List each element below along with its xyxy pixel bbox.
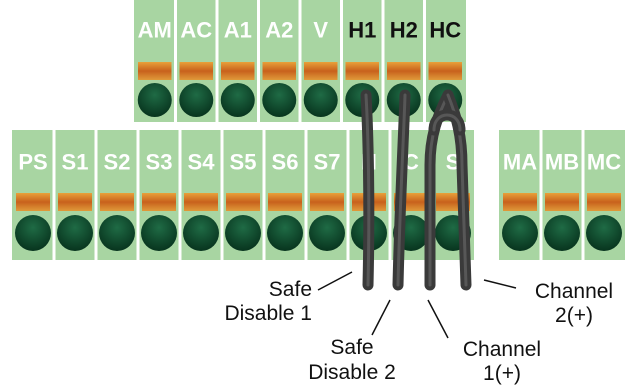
terminal-slot [428,62,462,80]
terminal-label: AM [138,17,172,42]
terminal-label: S6 [272,150,299,175]
leader-channel-1 [427,299,449,339]
callout-channel-1: 1(+) [483,362,521,385]
terminal-slot [226,193,260,211]
terminal-screw[interactable] [57,215,93,251]
safe-disable-wires [360,89,472,291]
terminal-screw[interactable] [225,215,261,251]
callout-channel-1: Channel [463,338,541,361]
terminal-slot [310,193,344,211]
callout-channel-2: 2(+) [555,304,593,327]
terminal-label: A1 [224,17,252,42]
terminal-screw[interactable] [267,215,303,251]
terminal-label: S2 [104,150,131,175]
terminal-screw[interactable] [179,83,214,117]
terminal-label: MB [545,150,579,175]
terminal-slot [138,62,172,80]
terminal-slot [262,62,296,80]
terminal-label: H2 [390,17,418,42]
terminal-slot [545,193,579,211]
terminal-slot [304,62,338,80]
terminal-slot [179,62,213,80]
terminal-screw[interactable] [15,215,51,251]
terminal-screw[interactable] [586,215,622,251]
callout-safe-disable-1: Disable 1 [224,302,312,325]
terminal-label: MA [503,150,537,175]
leader-safe-disable-1 [317,271,353,291]
terminal-screw[interactable] [544,215,580,251]
callout-channel-2: Channel [535,280,613,303]
terminal-screw[interactable] [183,215,219,251]
top-terminal-block: AM AC A1 A2 V H1 H2 HC [134,0,466,122]
wire-cross-loop-highlight [432,113,462,132]
terminal-screw[interactable] [303,83,338,117]
terminal-label: S7 [314,150,341,175]
terminal-screw[interactable] [137,83,172,117]
terminal-slot [345,62,379,80]
terminal-label: H1 [348,17,376,42]
terminal-label: A2 [265,17,293,42]
terminal-slot [387,62,421,80]
terminal-slot [142,193,176,211]
terminal-screw[interactable] [262,83,297,117]
callout-safe-disable-2: Disable 2 [308,361,396,384]
terminal-slot [587,193,621,211]
terminal-label: S4 [188,150,216,175]
terminal-label: PS [18,150,47,175]
leader-safe-disable-2 [371,299,391,336]
terminal-slot [184,193,218,211]
relay-terminal-block: MA MB MC [499,130,625,260]
callout-safe-disable-2: Safe [330,336,373,359]
terminal-label: S1 [62,150,89,175]
terminal-screw[interactable] [309,215,345,251]
wire-safe-disable-2-highlight [396,93,407,287]
terminal-label: S3 [146,150,173,175]
terminal-slot [16,193,50,211]
callout-safe-disable-1: Safe [269,278,312,301]
terminal-screw[interactable] [99,215,135,251]
terminal-label: MC [587,150,621,175]
terminal-slot [58,193,92,211]
terminal-slot [268,193,302,211]
terminal-screw[interactable] [141,215,177,251]
wire-safe-disable-1-highlight [364,93,371,287]
terminal-label: AC [180,17,212,42]
terminal-label: S5 [230,150,257,175]
callout-leader-lines [317,271,517,339]
terminal-slot [503,193,537,211]
terminal-label: HC [429,17,461,42]
terminal-screw[interactable] [502,215,538,251]
terminal-screw[interactable] [220,83,255,117]
terminal-slot [100,193,134,211]
leader-channel-2 [483,279,517,289]
terminal-slot [221,62,255,80]
terminal-label: V [313,17,328,42]
